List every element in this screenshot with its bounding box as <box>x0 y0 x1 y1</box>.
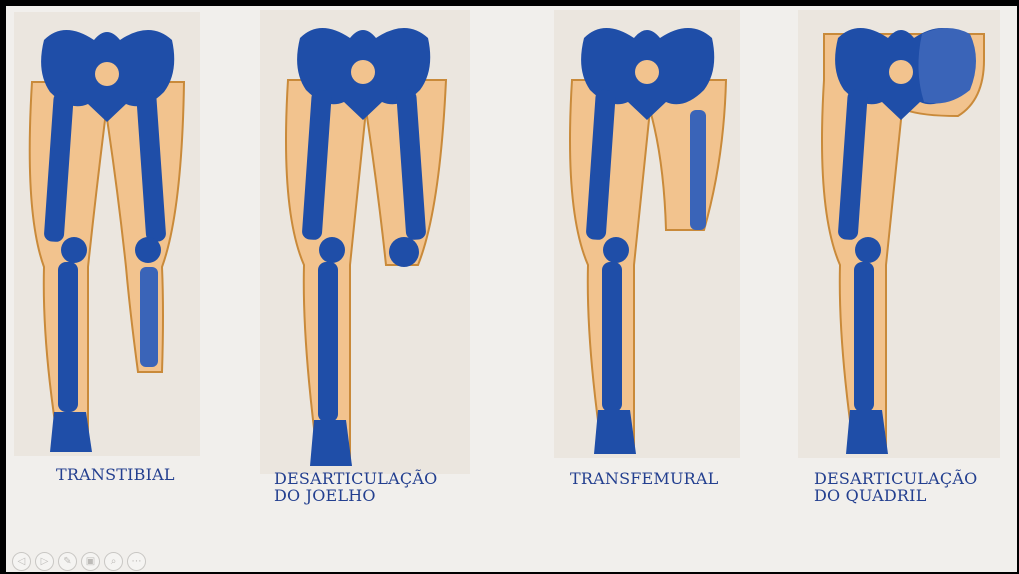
more-icon[interactable]: ⋯ <box>127 552 146 571</box>
slides-icon[interactable]: ▣ <box>81 552 100 571</box>
panel-transfemoral <box>554 10 740 458</box>
transfemoral-illustration <box>554 10 740 458</box>
slide: TRANSTIBIAL DESARTICULAÇÃO DO JOELHO <box>6 6 1017 572</box>
transtibial-illustration <box>14 12 200 456</box>
panel-transtibial <box>14 12 200 456</box>
caption-transfemoral: TRANSFEMURAL <box>570 470 719 487</box>
zoom-icon[interactable]: ⌕ <box>104 552 123 571</box>
knee-disarticulation-illustration <box>260 10 470 474</box>
caption-transtibial: TRANSTIBIAL <box>56 466 175 483</box>
pen-icon[interactable]: ✎ <box>58 552 77 571</box>
panel-knee-disarticulation <box>260 10 470 474</box>
hip-disarticulation-illustration <box>798 10 1000 458</box>
caption-hip-disarticulation: DESARTICULAÇÃO DO QUADRIL <box>814 470 977 504</box>
presentation-toolbar: ◁ ▷ ✎ ▣ ⌕ ⋯ <box>12 550 146 572</box>
next-icon[interactable]: ▷ <box>35 552 54 571</box>
previous-icon[interactable]: ◁ <box>12 552 31 571</box>
caption-knee-disarticulation: DESARTICULAÇÃO DO JOELHO <box>274 470 437 504</box>
panel-hip-disarticulation <box>798 10 1000 458</box>
